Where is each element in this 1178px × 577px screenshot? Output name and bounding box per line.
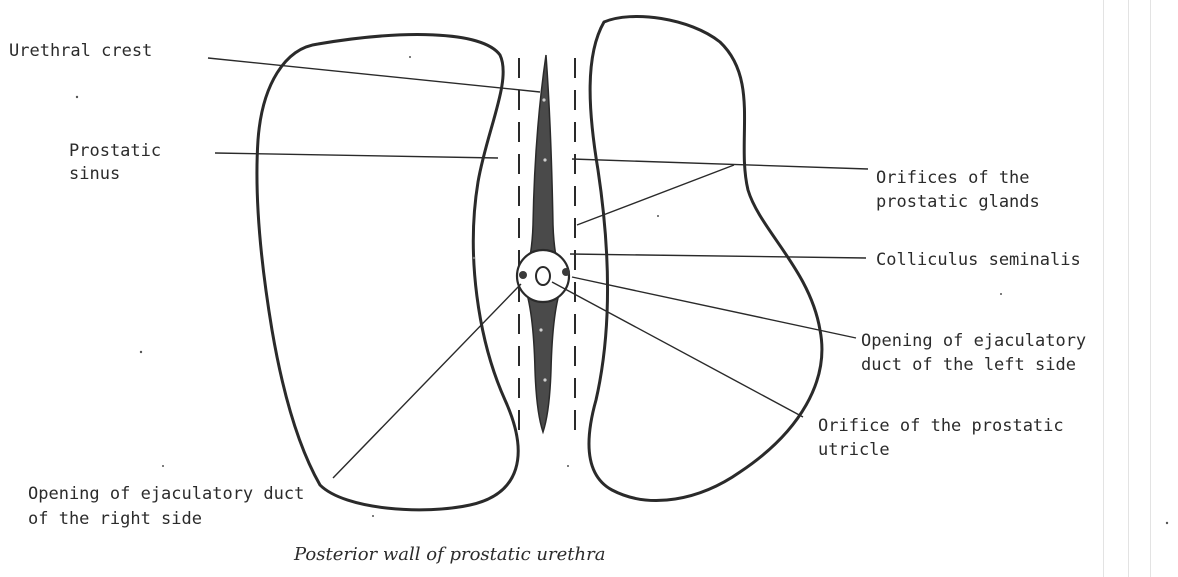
- label-ejac-right-line1: Opening of ejaculatory duct: [28, 483, 304, 505]
- label-orifices-glands-line1: Orifices of the: [876, 167, 1030, 189]
- prostatic-utricle-orifice: [536, 267, 550, 285]
- label-utricle-line2: utricle: [818, 439, 890, 461]
- label-urethral-crest: Urethral crest: [9, 40, 152, 62]
- label-prostatic-sinus-line1: Prostatic: [69, 140, 161, 162]
- label-ejac-left-line1: Opening of ejaculatory: [861, 330, 1086, 352]
- label-utricle-line1: Orifice of the prostatic: [818, 415, 1064, 437]
- label-ejac-left-line2: duct of the left side: [861, 354, 1076, 376]
- right-prostate-lobe: [589, 16, 822, 500]
- ejaculatory-duct-right: [519, 271, 527, 279]
- left-prostate-lobe: [257, 35, 518, 510]
- label-ejac-right-line2: of the right side: [28, 508, 202, 530]
- label-prostatic-sinus-line2: sinus: [69, 163, 120, 185]
- label-colliculus-seminalis: Colliculus seminalis: [876, 249, 1081, 271]
- label-orifices-glands-line2: prostatic glands: [876, 191, 1040, 213]
- urethral-crest: [524, 55, 562, 432]
- diagram-caption: Posterior wall of prostatic urethra: [294, 544, 605, 565]
- ejaculatory-duct-left: [562, 268, 570, 276]
